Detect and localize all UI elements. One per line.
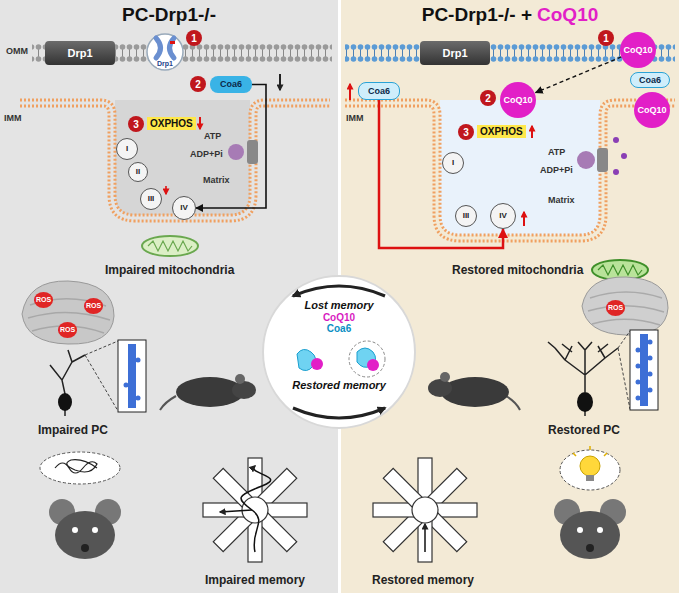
node-text: I [452, 158, 454, 167]
process-label: OXPHOS [477, 125, 526, 138]
connector-arrow [196, 85, 266, 209]
ros-badge: ROS [34, 292, 53, 308]
ros-badge: ROS [58, 322, 77, 338]
panel-title: CoQ10 [537, 4, 598, 26]
node-text: Coa6 [368, 86, 390, 96]
complex-circle: III [455, 205, 477, 227]
callout-number: 2 [190, 76, 206, 92]
complex-circle: I [442, 152, 464, 174]
node-text: I [126, 144, 128, 153]
coq10-circle: CoQ10 [620, 32, 656, 68]
node-text: IV [180, 203, 188, 212]
node-text: III [148, 194, 155, 203]
callout-number: 3 [128, 116, 144, 132]
caption-label: Impaired PC [38, 424, 108, 437]
node-text: Coa6 [220, 79, 242, 89]
circle-text: Restored memory [292, 379, 386, 392]
node-text: Drp1 [442, 47, 467, 60]
node-text: III [463, 211, 470, 220]
panel-title: PC-Drp1-/- + [422, 4, 532, 26]
drp1-protein: Drp1 [45, 41, 115, 65]
caption-label: Restored memory [372, 574, 474, 587]
gene-label: Drp1 [157, 60, 173, 68]
caption-label: Restored PC [548, 424, 620, 437]
node-text: II [136, 167, 140, 176]
process-label: OXPHOS [147, 117, 196, 130]
molecule-label: ADP+Pi [190, 150, 223, 160]
panel-heading: PC-Drp1-/- +CoQ10 [341, 4, 679, 26]
coa6-protein: Coa6 [210, 76, 252, 93]
complex-circle: II [128, 162, 148, 182]
coa6-protein: Coa6 [630, 72, 670, 88]
circle-text: CoQ10 [323, 312, 355, 324]
membrane-label: IMM [346, 114, 364, 124]
node-text: CoQ10 [623, 45, 652, 55]
membrane-label: IMM [4, 114, 22, 124]
membrane-label: OMM [6, 47, 28, 57]
caption-label: Impaired mitochondria [105, 264, 234, 277]
ros-badge: ROS [606, 300, 625, 316]
ros-badge: ROS [84, 298, 103, 314]
caption-label: Impaired memory [205, 574, 305, 587]
callout-number: 3 [458, 124, 474, 140]
circle-outline [261, 274, 417, 430]
callout-number: 1 [598, 30, 614, 46]
complex-circle: IV [172, 196, 196, 220]
circle-text: Coa6 [327, 323, 351, 335]
node-text: CoQ10 [637, 105, 666, 115]
coa6-protein: Coa6 [358, 82, 400, 100]
connector-arrow [536, 57, 622, 93]
callout-number: 2 [480, 90, 496, 106]
coq10-circle: CoQ10 [500, 82, 536, 118]
connector-arrow [379, 100, 503, 248]
molecule-label: ADP+Pi [540, 166, 573, 176]
node-text: Coa6 [639, 75, 661, 85]
memory-circle: Lost memoryCoQ10Coa6Restored memory [261, 274, 417, 430]
region-label: Matrix [548, 196, 575, 206]
callout-number: 1 [186, 30, 202, 46]
node-text: IV [499, 211, 507, 220]
complex-circle: I [116, 138, 138, 160]
circle-text: Lost memory [304, 299, 373, 312]
panel-heading: PC-Drp1-/- [0, 4, 338, 26]
caption-label: Restored mitochondria [452, 264, 583, 277]
node-text: CoQ10 [503, 95, 532, 105]
region-label: Matrix [203, 176, 230, 186]
molecule-label: ATP [204, 132, 221, 142]
complex-circle: IV [490, 203, 516, 229]
drp1-protein: Drp1 [420, 41, 490, 65]
molecule-label: ATP [548, 148, 565, 158]
panel-title: PC-Drp1-/- [122, 4, 216, 26]
coq10-circle: CoQ10 [634, 92, 670, 128]
complex-circle: III [140, 188, 162, 210]
node-text: Drp1 [67, 47, 92, 60]
